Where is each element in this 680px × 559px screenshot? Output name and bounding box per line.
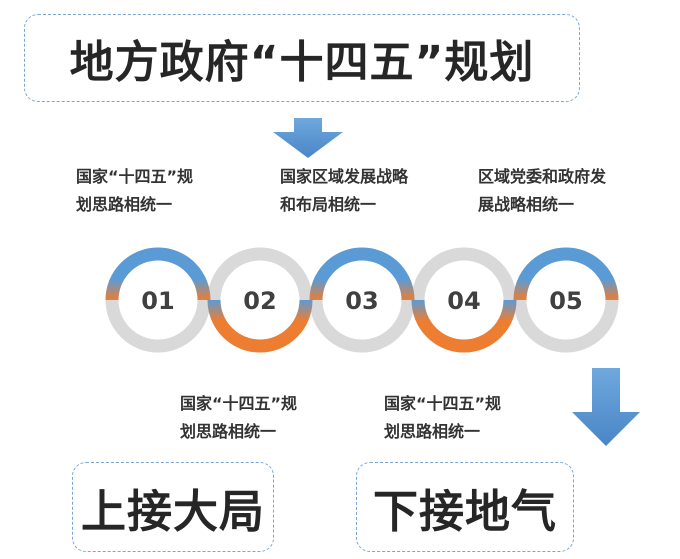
ring-03-arc: [309, 247, 415, 301]
caption-line: 区域党委和政府发: [478, 167, 607, 186]
caption-line: 划思路相统一: [76, 195, 173, 214]
top-caption-1: 国家“十四五”规 划思路相统一: [76, 163, 193, 219]
ring-02-arc: [207, 299, 313, 353]
caption-line: 国家“十四五”规: [384, 394, 502, 413]
top-caption-2: 国家区域发展战略 和布局相统一: [280, 163, 408, 219]
bottom-box-left-label: 上接大局: [80, 484, 265, 538]
down-arrow-icon: [572, 368, 640, 446]
title-box: 地方政府“十四五”规划: [24, 14, 580, 102]
caption-line: 国家区域发展战略: [280, 167, 409, 186]
caption-line: 国家“十四五”规: [180, 394, 298, 413]
caption-line: 和布局相统一: [280, 195, 377, 214]
step-number: 05: [549, 287, 582, 315]
caption-line: 国家“十四五”规: [76, 167, 194, 186]
step-number: 04: [447, 287, 480, 315]
ring-05-arc: [513, 247, 619, 301]
ring-04-arc: [411, 299, 517, 353]
bottom-caption-1: 国家“十四五”规 划思路相统一: [180, 390, 297, 446]
bottom-box-right: 下接地气: [356, 462, 574, 552]
step-number: 01: [141, 287, 174, 315]
caption-line: 划思路相统一: [384, 422, 481, 441]
caption-line: 展战略相统一: [478, 195, 575, 214]
top-caption-3: 区域党委和政府发 展战略相统一: [478, 163, 606, 219]
bottom-caption-2: 国家“十四五”规 划思路相统一: [384, 390, 501, 446]
ring-01-arc: [105, 247, 211, 301]
step-number: 02: [243, 287, 276, 315]
step-number: 03: [345, 287, 378, 315]
page-title: 地方政府“十四五”规划: [69, 37, 535, 88]
down-arrow-icon: [273, 118, 343, 158]
caption-line: 划思路相统一: [180, 422, 277, 441]
bottom-box-right-label: 下接地气: [372, 484, 557, 538]
bottom-box-left: 上接大局: [72, 462, 274, 552]
